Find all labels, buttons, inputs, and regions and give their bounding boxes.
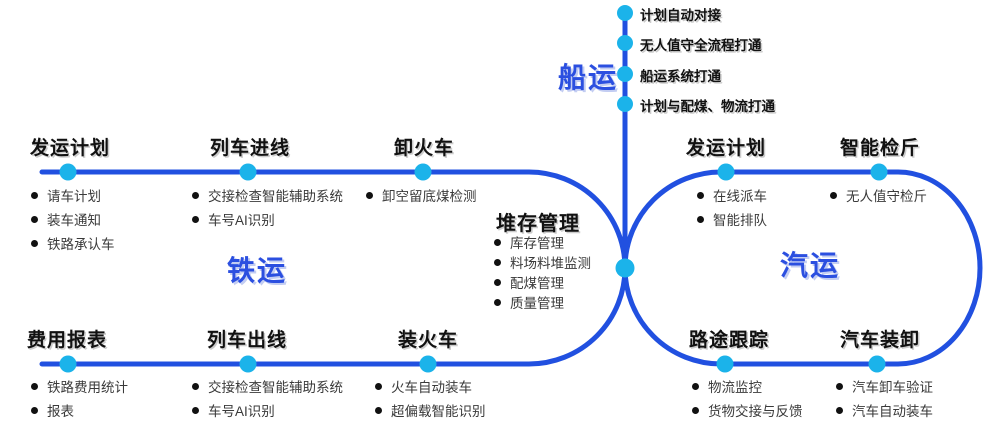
ship-dot bbox=[617, 35, 633, 51]
node-dot bbox=[239, 163, 257, 181]
node-list-load-train: 火车自动装车 超偏载智能识别 bbox=[375, 376, 486, 424]
list-item: 汽车卸车验证 bbox=[836, 376, 933, 400]
node-list-truck-shipping-plan: 在线派车 智能排队 bbox=[697, 185, 767, 233]
list-item: 料场料堆监测 bbox=[494, 254, 591, 274]
list-item: 智能排队 bbox=[697, 209, 767, 233]
node-title-expense-report: 费用报表 bbox=[26, 330, 108, 351]
ship-item: 船运系统打通 bbox=[640, 69, 721, 84]
node-title-rail-shipping-plan: 发运计划 bbox=[29, 138, 111, 159]
node-list-truck-load-unload: 汽车卸车验证 汽车自动装车 bbox=[836, 376, 933, 424]
list-item: 无人值守检斤 bbox=[830, 185, 927, 209]
list-item: 物流监控 bbox=[692, 376, 803, 400]
list-item: 超偏载智能识别 bbox=[375, 400, 486, 424]
hub-dot bbox=[615, 258, 635, 278]
node-title-storage-management: 堆存管理 bbox=[496, 213, 580, 235]
node-list-storage-management: 库存管理 料场料堆监测 配煤管理 质量管理 bbox=[494, 234, 591, 314]
node-list-smart-weighing: 无人值守检斤 bbox=[830, 185, 927, 209]
node-list-rail-shipping-plan: 请车计划 装车通知 铁路承认车 bbox=[31, 185, 115, 257]
list-item: 卸空留底煤检测 bbox=[366, 185, 477, 209]
section-label-rail: 铁运 bbox=[226, 255, 288, 286]
node-list-train-outbound: 交接检查智能辅助系统 车号AI识别 bbox=[192, 376, 343, 424]
list-item: 交接检查智能辅助系统 bbox=[192, 185, 343, 209]
node-dot bbox=[59, 355, 77, 373]
list-item: 火车自动装车 bbox=[375, 376, 486, 400]
node-dot bbox=[419, 355, 437, 373]
node-title-train-inbound: 列车进线 bbox=[209, 138, 291, 159]
ship-dot bbox=[617, 66, 633, 82]
list-item: 交接检查智能辅助系统 bbox=[192, 376, 343, 400]
node-dot bbox=[716, 355, 734, 373]
node-dot bbox=[414, 163, 432, 181]
node-dot bbox=[59, 163, 77, 181]
node-title-truck-shipping-plan: 发运计划 bbox=[685, 138, 767, 159]
list-item: 库存管理 bbox=[494, 234, 591, 254]
node-list-unload-train: 卸空留底煤检测 bbox=[366, 185, 477, 209]
node-title-unload-train: 卸火车 bbox=[393, 138, 455, 159]
list-item: 铁路承认车 bbox=[31, 233, 115, 257]
ship-item: 无人值守全流程打通 bbox=[640, 38, 762, 53]
list-item: 车号AI识别 bbox=[192, 400, 343, 424]
list-item: 车号AI识别 bbox=[192, 209, 343, 233]
section-label-ship: 船运 bbox=[557, 62, 618, 93]
node-title-train-outbound: 列车出线 bbox=[206, 330, 288, 351]
list-item: 报表 bbox=[31, 400, 128, 424]
node-title-truck-load-unload: 汽车装卸 bbox=[839, 330, 921, 351]
ship-dot bbox=[617, 5, 633, 21]
list-item: 请车计划 bbox=[31, 185, 115, 209]
node-list-expense-report: 铁路费用统计 报表 bbox=[31, 376, 128, 424]
list-item: 汽车自动装车 bbox=[836, 400, 933, 424]
list-item: 在线派车 bbox=[697, 185, 767, 209]
node-dot bbox=[868, 355, 886, 373]
ship-item: 计划自动对接 bbox=[640, 8, 721, 23]
node-title-smart-weighing: 智能检斤 bbox=[839, 138, 921, 159]
node-title-route-tracking: 路途跟踪 bbox=[688, 330, 770, 351]
node-dot bbox=[717, 163, 735, 181]
list-item: 铁路费用统计 bbox=[31, 376, 128, 400]
node-dot bbox=[870, 163, 888, 181]
node-list-route-tracking: 物流监控 货物交接与反馈 bbox=[692, 376, 803, 424]
list-item: 质量管理 bbox=[494, 294, 591, 314]
node-list-train-inbound: 交接检查智能辅助系统 车号AI识别 bbox=[192, 185, 343, 233]
list-item: 货物交接与反馈 bbox=[692, 400, 803, 424]
node-dot bbox=[239, 355, 257, 373]
ship-dot bbox=[617, 96, 633, 112]
list-item: 装车通知 bbox=[31, 209, 115, 233]
node-title-load-train: 装火车 bbox=[397, 330, 459, 351]
ship-item: 计划与配煤、物流打通 bbox=[640, 99, 775, 114]
truck-loop-line bbox=[622, 169, 983, 367]
section-label-truck: 汽运 bbox=[779, 250, 841, 281]
list-item: 配煤管理 bbox=[494, 274, 591, 294]
